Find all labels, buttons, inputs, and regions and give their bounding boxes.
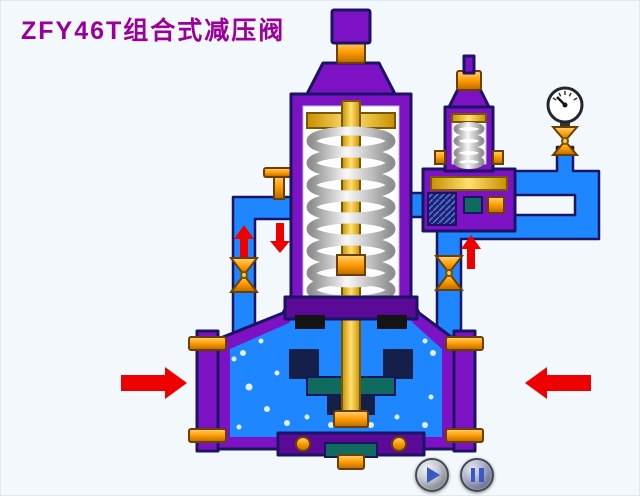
- pilot-spring-seat: [451, 113, 487, 123]
- needle-valve-handle: [263, 167, 295, 200]
- inlet-flow-arrow-icon: [121, 367, 187, 399]
- diaphragm-right: [377, 315, 407, 329]
- pilot-seat-bar: [430, 176, 508, 191]
- up-arrow-right-icon: [461, 235, 481, 269]
- pilot-port-right: [492, 150, 504, 165]
- flange-bolt: [188, 336, 227, 351]
- stem-lock-nut: [333, 410, 369, 428]
- pause-button[interactable]: [460, 458, 494, 492]
- valve-stem-lower: [341, 316, 361, 418]
- adjusting-cap: [330, 8, 372, 45]
- pilot-seal: [463, 196, 483, 214]
- seat-support-left: [289, 349, 319, 379]
- shutoff-valve-left: [228, 257, 260, 293]
- pilot-valve: [421, 54, 517, 233]
- page-title: ZFY46T组合式减压阀: [21, 17, 286, 45]
- outlet-flow-arrow-icon: [525, 367, 591, 399]
- main-valve-body: [188, 295, 484, 470]
- flow-arrows: [121, 223, 591, 399]
- gauge-isolation-valve: [550, 126, 580, 156]
- bottom-bolt: [295, 436, 311, 452]
- up-arrow-left-icon: [234, 225, 254, 257]
- pilot-stem-top: [462, 54, 476, 75]
- flange-bolt: [445, 336, 484, 351]
- fluid-bubbles: [231, 338, 436, 430]
- fluid-region: [230, 309, 442, 437]
- pressure-gauge-icon: [546, 86, 584, 129]
- play-button[interactable]: [415, 458, 449, 492]
- diaphragm-left: [295, 315, 325, 329]
- player-controls: [415, 458, 494, 492]
- pilot-spring: [453, 122, 485, 169]
- shutoff-valve-right: [433, 255, 465, 291]
- seat-support-right: [383, 349, 413, 379]
- main-spring: [306, 126, 396, 305]
- chamber-flange: [283, 295, 419, 321]
- flange-bolt: [188, 428, 227, 443]
- inlet-flange: [195, 329, 220, 453]
- down-arrow-icon: [270, 223, 290, 253]
- flange-bolt: [445, 428, 484, 443]
- bottom-bolt: [391, 436, 407, 452]
- pilot-fitting: [487, 196, 505, 214]
- pilot-port-left: [434, 150, 446, 165]
- spring-chamber: [283, 92, 419, 329]
- pause-icon: [470, 468, 484, 482]
- spring-follower: [336, 254, 366, 276]
- outlet-flange: [452, 329, 477, 453]
- play-icon: [427, 467, 440, 483]
- bottom-nut: [337, 454, 365, 470]
- bonnet: [305, 8, 397, 96]
- pilot-diaphragm: [427, 192, 457, 226]
